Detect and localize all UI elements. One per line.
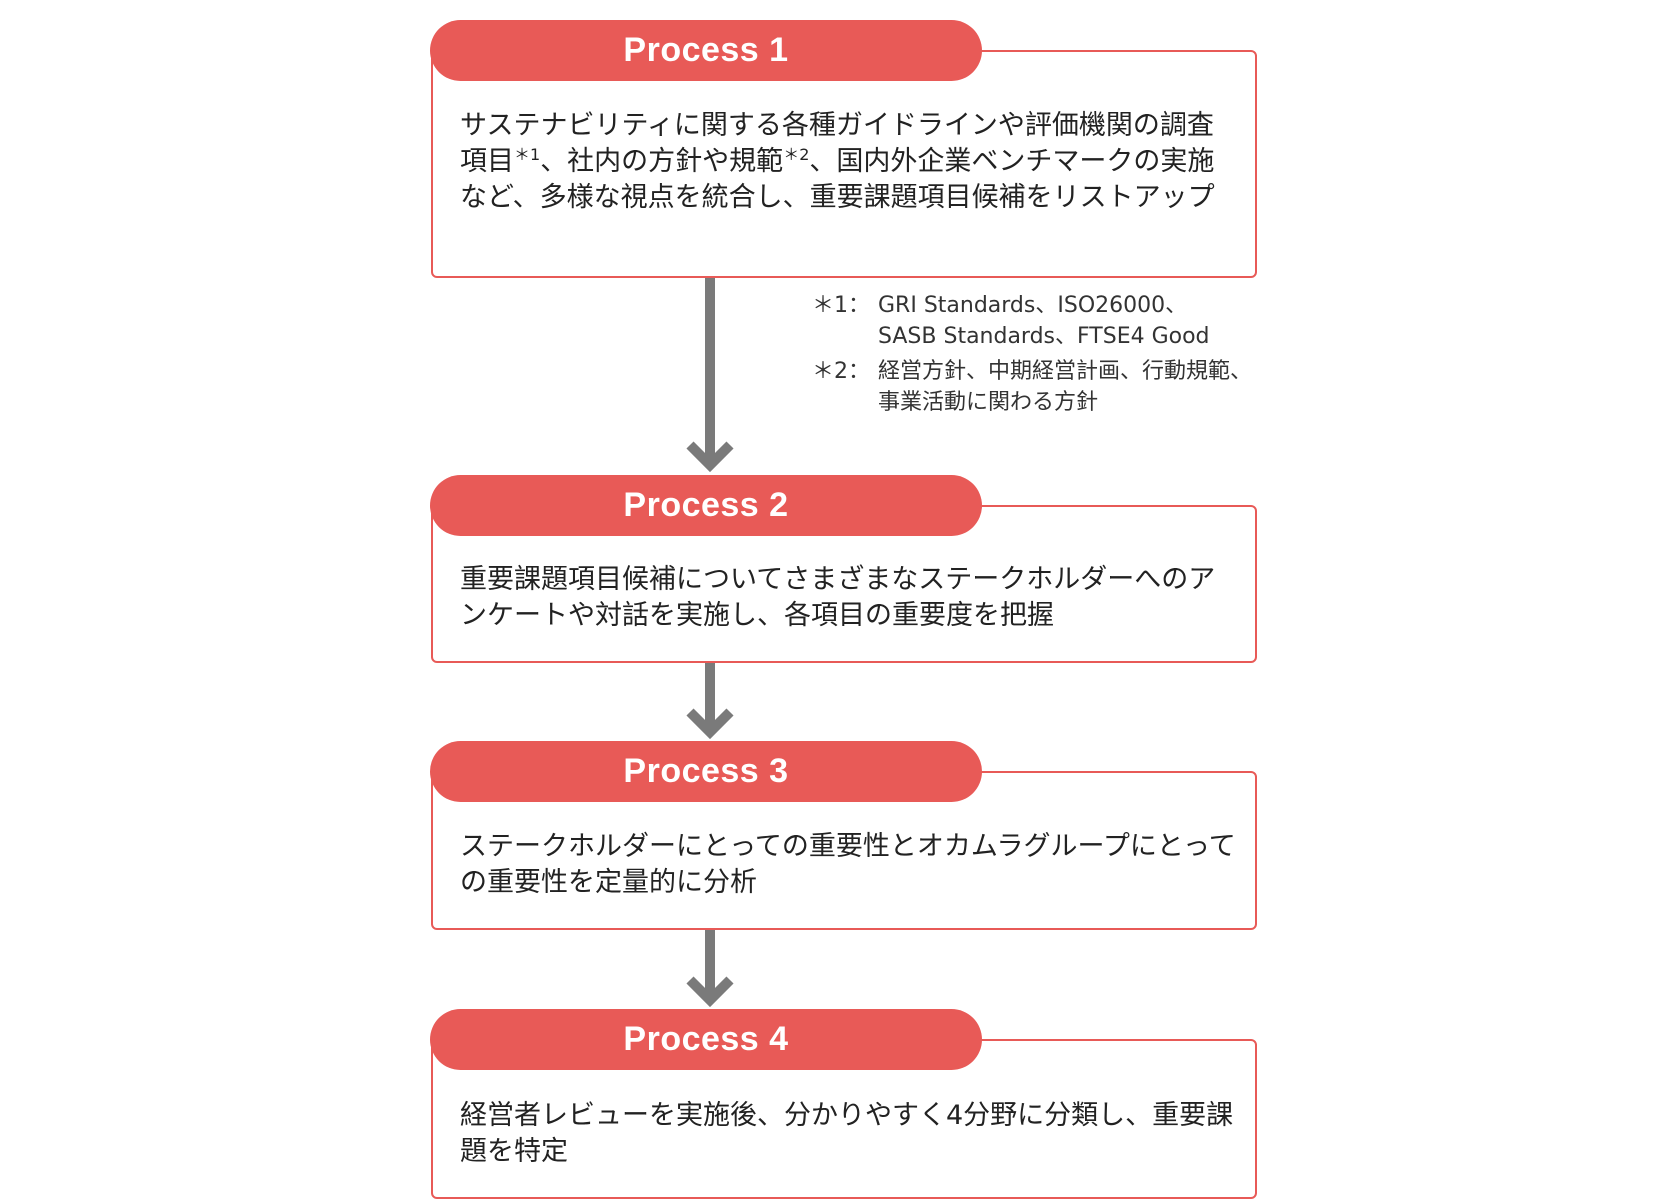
footnote-2: ＊2： 経営方針、中期経営計画、行動規範、 事業活動に関わる方針 (812, 356, 1272, 418)
process-2-text: 重要課題項目候補についてさまざまなステークホルダーへのアンケートや対話を実施し、… (460, 564, 1216, 631)
process-3-text: ステークホルダーにとっての重要性とオカムラグループにとっての重要性を定量的に分析 (460, 831, 1236, 898)
footnote-1-line2: SASB Standards、FTSE4 Good (878, 324, 1210, 349)
arrow-2-3-head (686, 708, 734, 740)
footnote-2-line1: 経営方針、中期経営計画、行動規範、 (878, 359, 1253, 384)
process-1-box (431, 50, 1257, 278)
process-1-label: Process 1 (430, 20, 982, 81)
process-4-text: 経営者レビューを実施後、分かりやすく4分野に分類し、重要課題を特定 (460, 1100, 1234, 1167)
footnote-2-mark: ＊2： (812, 359, 870, 384)
process-2-label: Process 2 (430, 475, 982, 536)
process-3-label: Process 3 (430, 741, 982, 802)
arrow-3-4-head (686, 976, 734, 1008)
arrow-1-2-head (686, 441, 734, 473)
process-4-label: Process 4 (430, 1009, 982, 1070)
process-1-text: サステナビリティに関する各種ガイドラインや評価機関の調査項目＊1、社内の方針や規… (460, 110, 1215, 213)
footnote-1-line1: GRI Standards、ISO26000、 (878, 293, 1188, 318)
footnote-1: ＊1： GRI Standards、ISO26000、 SASB Standard… (812, 290, 1272, 352)
footnote-1-mark: ＊1： (812, 293, 870, 318)
footnote-2-line2: 事業活動に関わる方針 (878, 390, 1099, 415)
